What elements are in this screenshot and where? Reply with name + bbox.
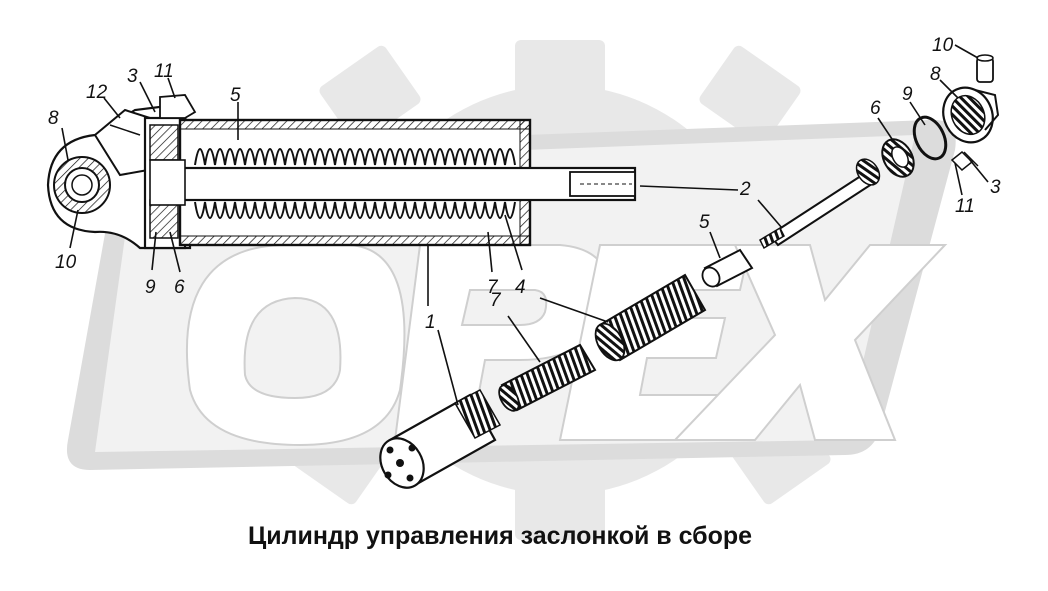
callout-5-right: 5 [699, 212, 710, 233]
callout-8-right: 8 [930, 64, 941, 85]
callout-9-right: 9 [902, 84, 913, 105]
callout-8-left: 8 [48, 108, 59, 129]
watermark-letters [185, 244, 948, 447]
callout-labels: 12 3 11 5 8 10 9 6 1 7 4 2 5 4 7 1 6 9 8… [48, 35, 1001, 333]
piston-rod [153, 166, 637, 202]
callout-12: 12 [86, 82, 108, 103]
exploded-tube-1 [379, 389, 502, 489]
callout-10-right: 10 [932, 35, 954, 56]
callout-3-right: 3 [990, 177, 1001, 198]
diagram-caption: Цилиндр управления заслонкой в сборе [247, 522, 753, 550]
exploded-bushing-5 [701, 248, 754, 288]
callout-9-left: 9 [145, 277, 156, 298]
callout-10-left: 10 [55, 252, 77, 273]
callout-7-right: 7 [490, 290, 502, 311]
callout-6-left: 6 [174, 277, 185, 298]
exploded-seal-6 [881, 138, 915, 178]
callout-2: 2 [739, 179, 751, 200]
leader-lines [61, 44, 989, 406]
callout-3-left: 3 [127, 66, 138, 87]
callout-1-left: 1 [425, 312, 436, 333]
exploded-eye-8 [942, 86, 1000, 144]
callout-7-left: 7 [487, 277, 499, 298]
springs-lower [194, 201, 516, 219]
callout-5-left: 5 [230, 85, 241, 106]
callout-11-right: 11 [955, 196, 975, 217]
tube-holes [384, 444, 416, 482]
exploded-fitting-10 [976, 54, 994, 83]
callout-6-right: 6 [870, 98, 881, 119]
callout-4-left: 4 [515, 277, 526, 298]
springs-upper [194, 148, 516, 166]
exploded-spring-4 [594, 273, 707, 362]
callout-11-left: 11 [154, 61, 174, 82]
exploded-spring-7 [498, 343, 597, 412]
exploded-rod [759, 158, 881, 250]
cylinder-assembly [46, 94, 637, 250]
